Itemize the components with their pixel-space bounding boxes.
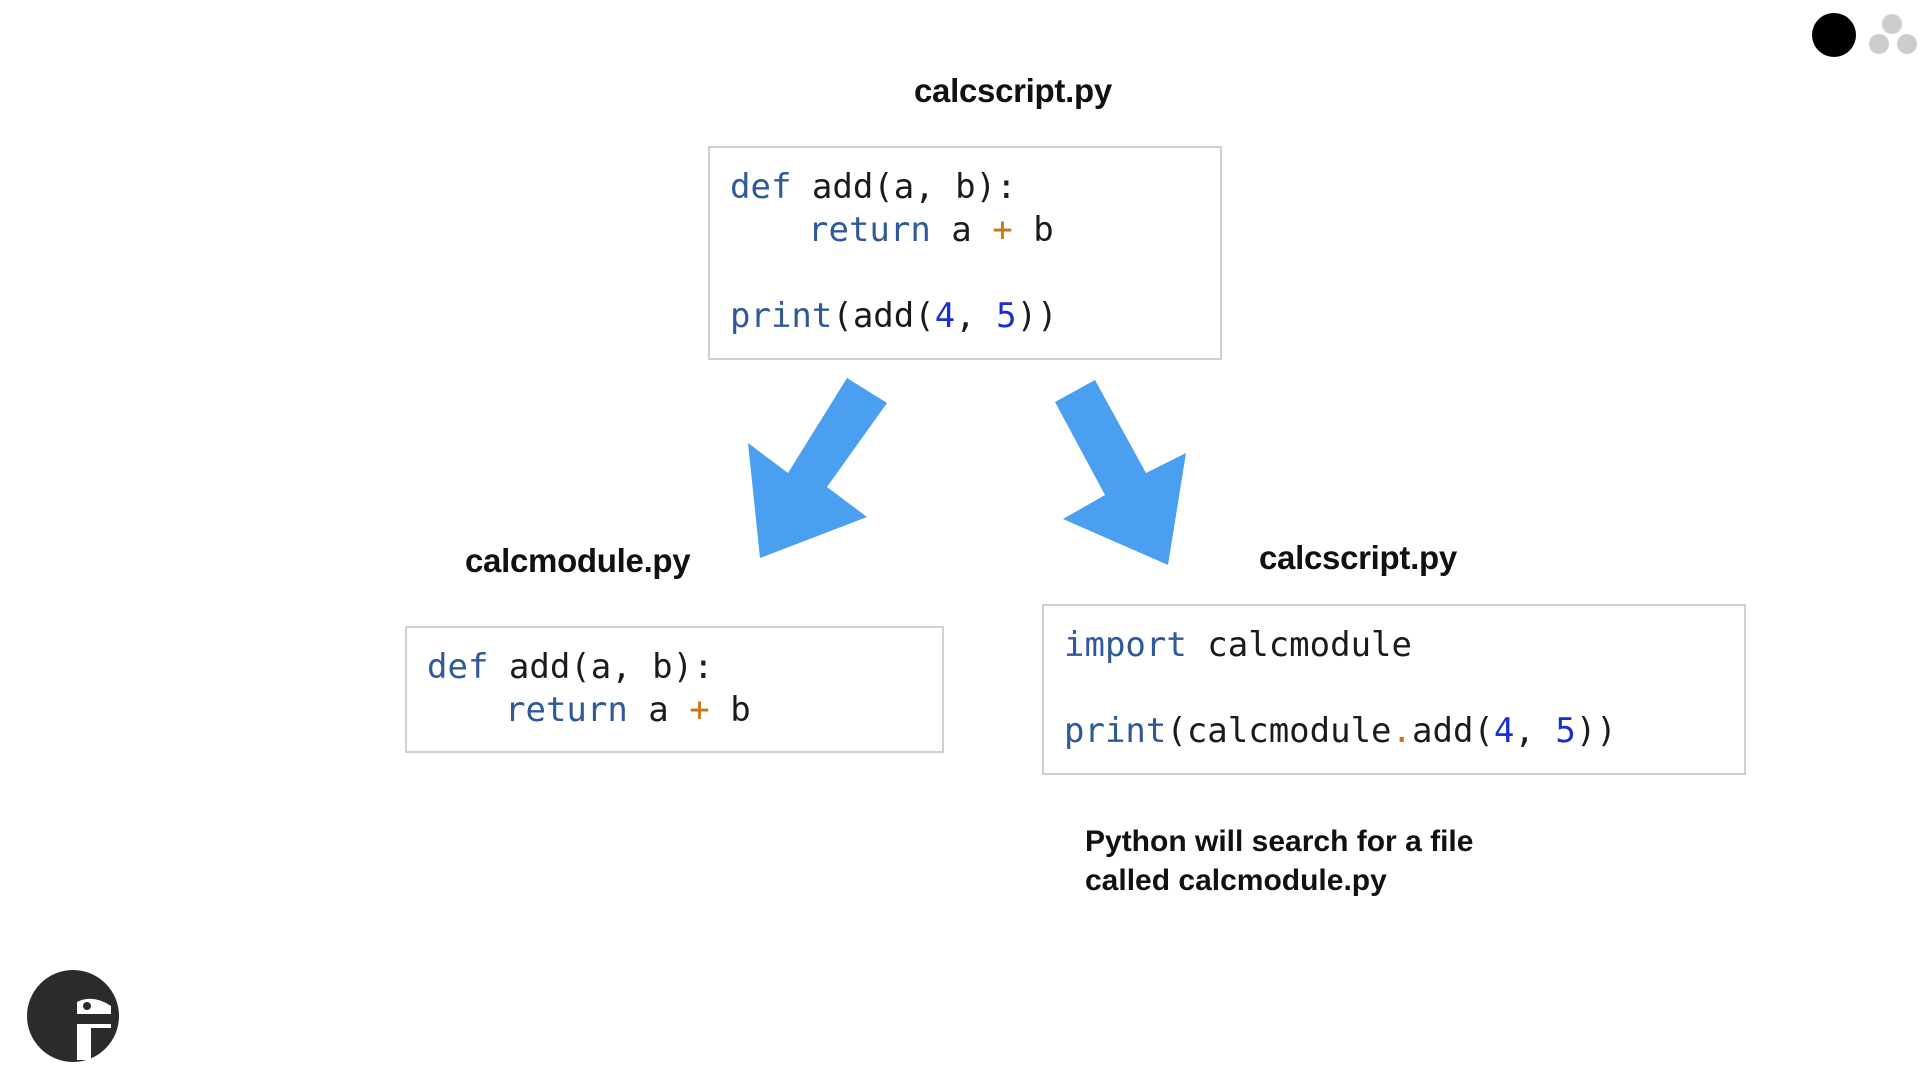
code-line: print(add(4, 5)) xyxy=(730,295,1200,338)
code-line: return a + b xyxy=(730,209,1200,252)
code-text: add(a, b): xyxy=(488,647,714,687)
code-text: a xyxy=(930,210,993,250)
slide-indicator-dots-icon xyxy=(1812,13,1917,57)
code-text: b xyxy=(1012,210,1054,250)
code-text: , xyxy=(955,296,997,336)
top-code-box: def add(a, b): return a + b print(add(4,… xyxy=(708,146,1222,360)
code-line: import calcmodule xyxy=(1064,624,1724,667)
module-code-box: def add(a, b): return a + b xyxy=(405,626,944,753)
arrow-down-left-icon xyxy=(748,378,887,558)
code-operator: + xyxy=(992,210,1013,250)
script-file-title: calcscript.py xyxy=(1259,539,1457,576)
code-keyword: def xyxy=(730,167,792,207)
code-line: def add(a, b): xyxy=(730,166,1200,209)
top-file-title: calcscript.py xyxy=(914,72,1112,109)
code-line-blank xyxy=(1064,667,1724,710)
code-text: (calcmodule xyxy=(1166,711,1392,751)
code-number: 5 xyxy=(1555,711,1576,751)
script-code-box: import calcmodule print(calcmodule.add(4… xyxy=(1042,604,1746,775)
code-text: a xyxy=(627,690,690,730)
code-keyword: import xyxy=(1064,625,1187,665)
code-text: )) xyxy=(1575,711,1617,751)
code-text: )) xyxy=(1016,296,1058,336)
code-number: 4 xyxy=(1493,711,1515,751)
code-text: , xyxy=(1514,711,1556,751)
code-text: add( xyxy=(1412,711,1494,751)
code-keyword: return xyxy=(505,690,628,730)
arrow-down-right-icon xyxy=(1055,380,1186,565)
code-text: b xyxy=(709,690,751,730)
code-text: add(a, b): xyxy=(791,167,1017,207)
search-note: Python will search for a file called cal… xyxy=(1085,822,1473,900)
code-operator: + xyxy=(689,690,710,730)
module-file-title: calcmodule.py xyxy=(465,542,691,579)
code-number: 4 xyxy=(934,296,956,336)
code-operator: . xyxy=(1391,711,1413,751)
code-keyword: print xyxy=(730,296,833,336)
code-text: calcmodule xyxy=(1186,625,1412,665)
code-line: def add(a, b): xyxy=(427,646,922,689)
code-number: 5 xyxy=(996,296,1017,336)
code-line: return a + b xyxy=(427,689,922,732)
code-keyword: def xyxy=(427,647,489,687)
brand-logo-icon xyxy=(27,970,119,1062)
code-keyword: print xyxy=(1064,711,1167,751)
code-text: (add( xyxy=(832,296,935,336)
code-line-blank xyxy=(730,252,1200,295)
code-keyword: return xyxy=(808,210,931,250)
code-line: print(calcmodule.add(4, 5)) xyxy=(1064,710,1724,753)
note-line: called calcmodule.py xyxy=(1085,864,1387,897)
note-line: Python will search for a file xyxy=(1085,825,1474,858)
